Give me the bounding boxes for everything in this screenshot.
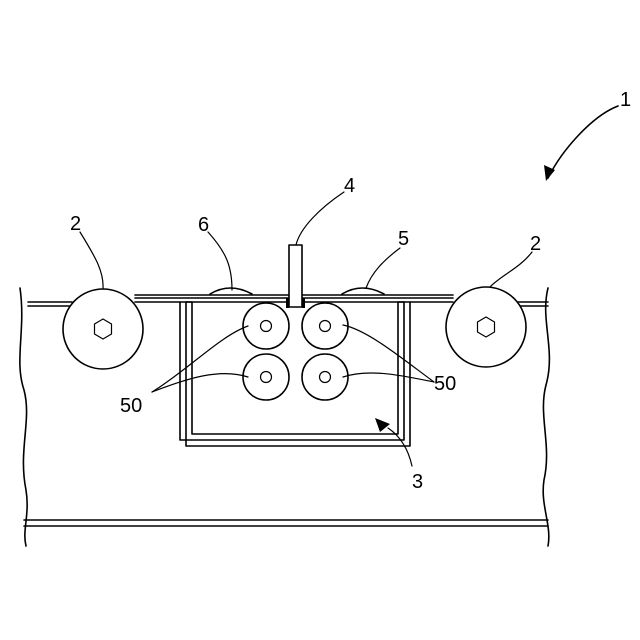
pinch-roller xyxy=(302,354,348,400)
label-cover-right: 5 xyxy=(398,228,409,250)
label-roller-right: 2 xyxy=(530,233,541,255)
roller-right xyxy=(446,287,526,367)
cover-right xyxy=(342,288,384,294)
label-assembly: 1 xyxy=(620,89,631,111)
pinch-rollers xyxy=(243,303,348,400)
blade xyxy=(286,245,305,308)
label-pinch-rollers-left: 50 xyxy=(120,395,142,417)
pinch-roller xyxy=(302,303,348,349)
pinch-roller xyxy=(243,303,289,349)
pinch-roller xyxy=(243,354,289,400)
label-channel: 3 xyxy=(412,471,423,493)
label-blade: 4 xyxy=(344,175,355,197)
label-roller-left: 2 xyxy=(70,213,81,235)
leader-lines xyxy=(80,106,618,466)
label-cover-left: 6 xyxy=(198,214,209,236)
cover-left xyxy=(210,288,252,294)
label-pinch-rollers-right: 50 xyxy=(434,373,456,395)
roller-left xyxy=(63,289,143,369)
